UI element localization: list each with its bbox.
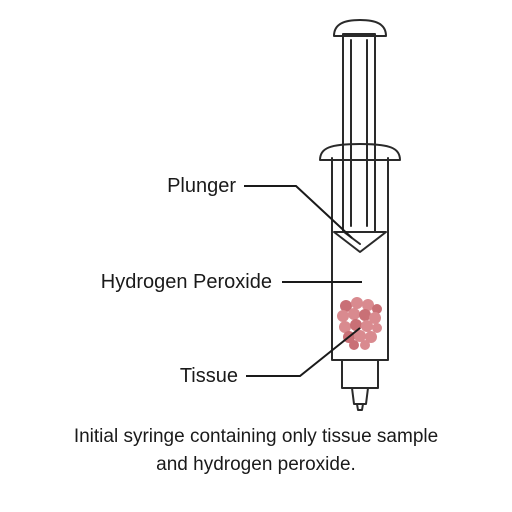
- tissue-cell: [372, 323, 382, 333]
- plunger-label: Plunger: [167, 175, 236, 197]
- tissue-sample: [337, 297, 382, 350]
- tissue-cell: [372, 304, 382, 314]
- caption-line-1: Initial syringe containing only tissue s…: [74, 426, 438, 447]
- syringe-barrel: [331, 157, 389, 361]
- plunger-leader-line: [244, 185, 353, 239]
- tissue-cell: [360, 340, 370, 350]
- tissue-cell: [369, 312, 381, 324]
- tissue-cell: [359, 309, 371, 321]
- plunger-head: [333, 231, 387, 253]
- tissue-cell: [349, 340, 359, 350]
- tissue-cell: [351, 297, 363, 309]
- tissue-cell: [340, 300, 352, 312]
- barrel-flange: [319, 143, 401, 161]
- plunger-thumb-press: [333, 19, 387, 37]
- plunger-rod: [342, 33, 376, 233]
- hydrogen-peroxide-label: Hydrogen Peroxide: [101, 271, 272, 293]
- tissue-cell: [365, 331, 377, 343]
- tissue-label: Tissue: [180, 365, 238, 387]
- tissue-cell: [350, 319, 362, 331]
- tissue-cell: [354, 330, 366, 342]
- tissue-leader-line: [246, 327, 361, 377]
- tissue-cell: [362, 299, 374, 311]
- tissue-cell: [348, 308, 360, 320]
- tissue-cell: [361, 320, 373, 332]
- tissue-cell: [339, 321, 351, 333]
- caption-line-2: and hydrogen peroxide.: [156, 454, 356, 475]
- syringe-tip: [341, 359, 379, 411]
- tissue-cell: [337, 310, 349, 322]
